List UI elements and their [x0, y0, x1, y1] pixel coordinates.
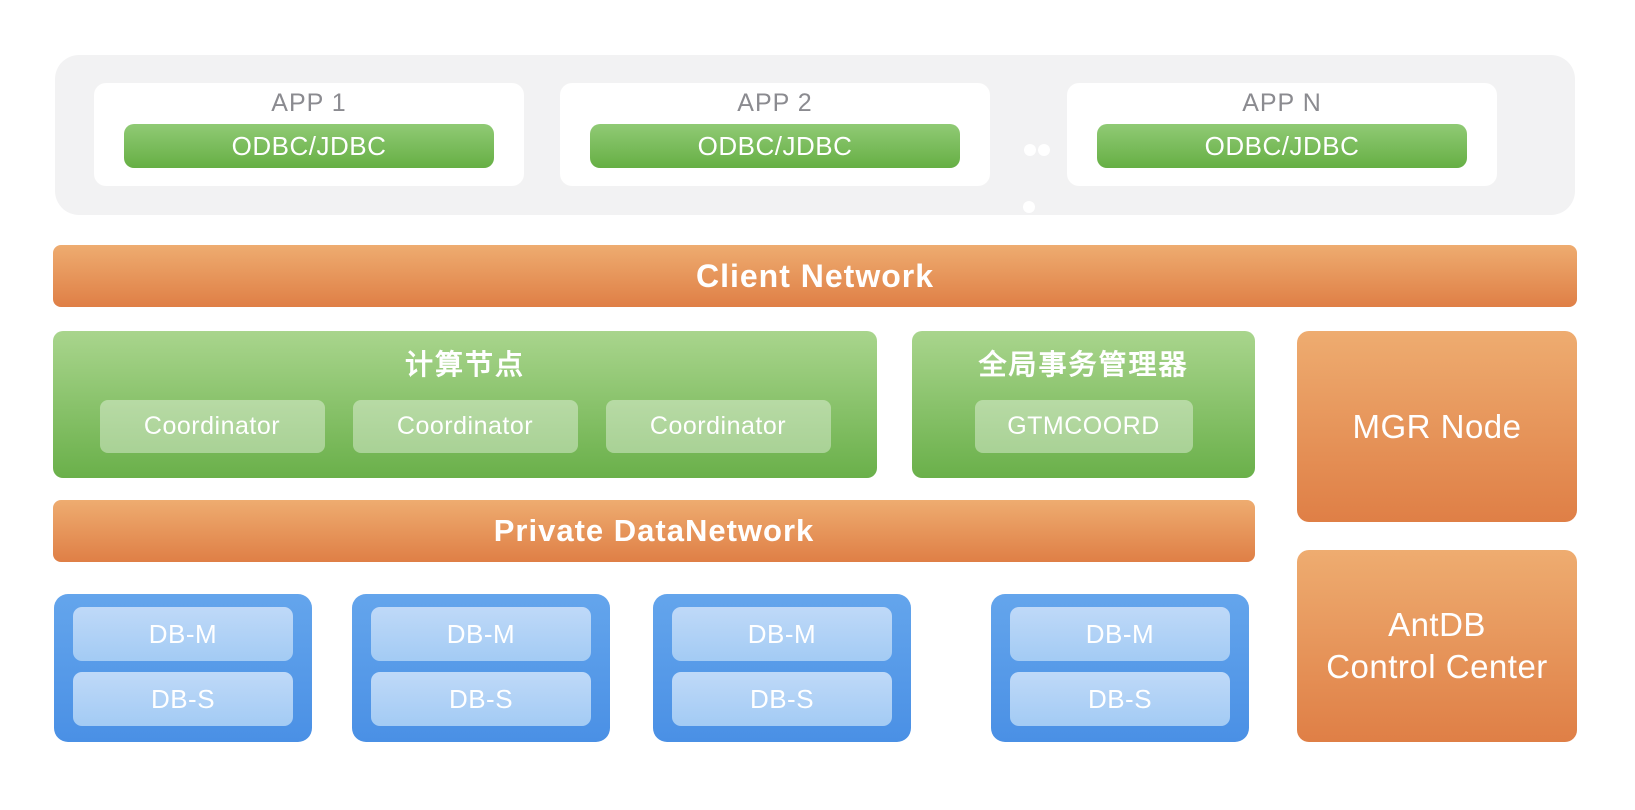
gtm-box: 全局事务管理器 GTMCOORD — [912, 331, 1255, 478]
coordinator-node: Coordinator — [99, 400, 325, 453]
app-title: APP 2 — [737, 89, 813, 117]
odbc-jdbc-button: ODBC/JDBC — [590, 124, 960, 168]
coordinator-node: Coordinator — [352, 400, 578, 453]
ellipsis-dot-icon — [1024, 144, 1036, 156]
app-card-n: APP N ODBC/JDBC — [1067, 83, 1497, 186]
mgr-node-box: MGR Node — [1297, 331, 1577, 522]
app-title: APP 1 — [271, 89, 347, 117]
ellipsis-dot-icon — [1023, 201, 1035, 213]
db-standby-node: DB-S — [371, 672, 591, 726]
app-card-1: APP 1 ODBC/JDBC — [94, 83, 524, 186]
db-master-node: DB-M — [73, 607, 293, 661]
app-title: APP N — [1242, 89, 1322, 117]
db-standby-node: DB-S — [672, 672, 892, 726]
db-group-1: DB-M DB-S — [54, 594, 312, 742]
compute-node-title: 计算节点 — [404, 349, 525, 380]
db-standby-node: DB-S — [1010, 672, 1230, 726]
mgr-node-label: MGR Node — [1352, 407, 1522, 445]
gtm-title: 全局事务管理器 — [978, 349, 1189, 380]
ellipsis-dot-icon — [1038, 144, 1050, 156]
antdb-label-line2: Control Center — [1326, 648, 1548, 685]
db-master-node: DB-M — [371, 607, 591, 661]
odbc-jdbc-button: ODBC/JDBC — [1097, 124, 1467, 168]
gtmcoord-row: GTMCOORD — [912, 400, 1255, 453]
db-master-node: DB-M — [1010, 607, 1230, 661]
client-network-bar: Client Network — [53, 245, 1577, 307]
db-group-4: DB-M DB-S — [991, 594, 1249, 742]
app-card-2: APP 2 ODBC/JDBC — [560, 83, 990, 186]
antdb-control-center-box: AntDB Control Center — [1297, 550, 1577, 742]
db-standby-node: DB-S — [73, 672, 293, 726]
odbc-jdbc-button: ODBC/JDBC — [124, 124, 494, 168]
apps-container: APP 1 ODBC/JDBC APP 2 ODBC/JDBC APP N OD… — [55, 55, 1575, 215]
antdb-label-line1: AntDB — [1388, 606, 1486, 643]
db-group-2: DB-M DB-S — [352, 594, 610, 742]
coordinator-node: Coordinator — [605, 400, 831, 453]
compute-node-box: 计算节点 Coordinator Coordinator Coordinator — [53, 331, 877, 478]
db-master-node: DB-M — [672, 607, 892, 661]
gtmcoord-node: GTMCOORD — [974, 400, 1193, 453]
private-data-network-bar: Private DataNetwork — [53, 500, 1255, 562]
db-group-3: DB-M DB-S — [653, 594, 911, 742]
coordinator-row: Coordinator Coordinator Coordinator — [53, 400, 877, 453]
